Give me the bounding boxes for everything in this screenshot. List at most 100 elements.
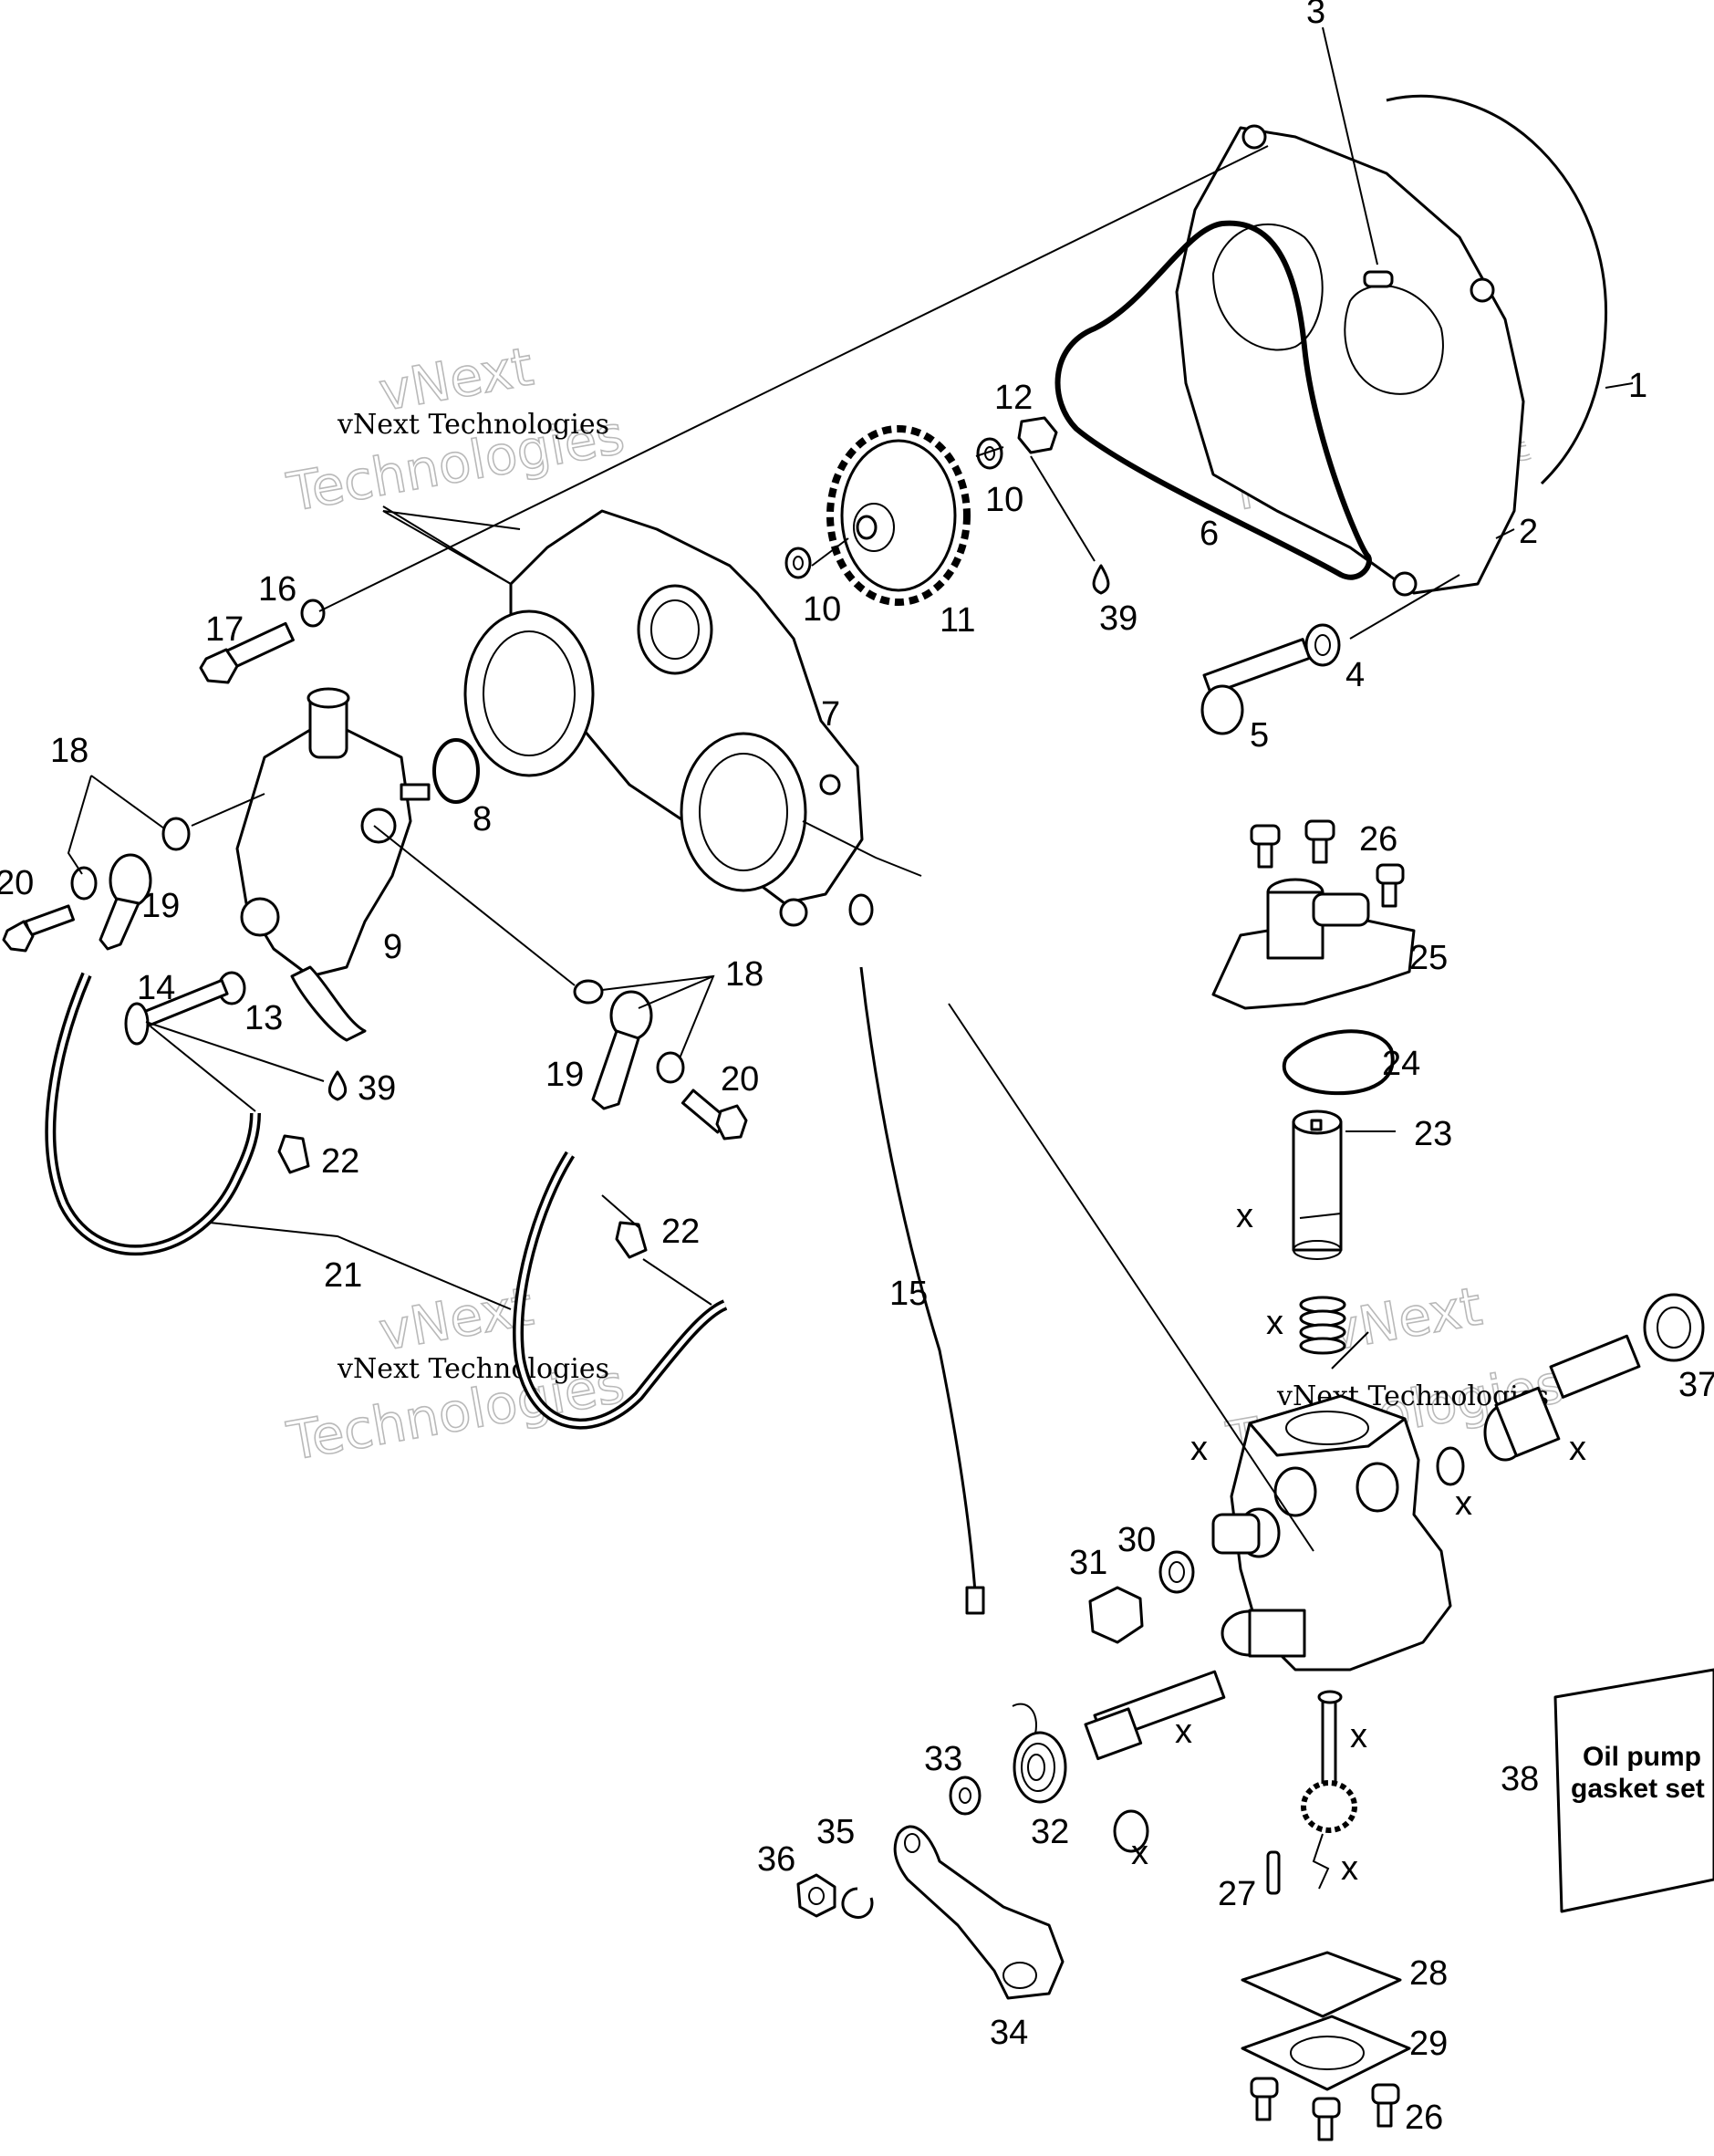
x-mark: x bbox=[1569, 1430, 1586, 1468]
gasket-set-line2: gasket set bbox=[1571, 1774, 1705, 1804]
part-gasket-set: Oil pump gasket set bbox=[1553, 1668, 1714, 1913]
callout-32: 32 bbox=[1031, 1813, 1069, 1851]
callout-20b: 20 bbox=[721, 1060, 759, 1099]
callout-4: 4 bbox=[1345, 656, 1365, 694]
callout-17: 17 bbox=[205, 610, 244, 649]
x-mark: x bbox=[1266, 1304, 1283, 1342]
svg-text:vNext Technologies: vNext Technologies bbox=[337, 409, 609, 441]
callout-3: 3 bbox=[1306, 0, 1325, 31]
callout-11: 11 bbox=[940, 601, 975, 640]
watermark-bottom-left: vNext Technologies vNext Technologies bbox=[282, 1275, 629, 1474]
part-drive-gear bbox=[826, 425, 971, 606]
callout-33: 33 bbox=[924, 1740, 962, 1778]
part-spiral-gear-shaft bbox=[1301, 1690, 1357, 1890]
callout-29: 29 bbox=[1409, 2025, 1448, 2063]
callout-28: 28 bbox=[1409, 1954, 1448, 1993]
callout-12: 12 bbox=[994, 379, 1033, 417]
x-mark: x bbox=[1175, 1713, 1192, 1751]
part-dowel-pin bbox=[1363, 270, 1394, 288]
part-screws-26-top bbox=[1250, 819, 1405, 908]
part-cover-housing bbox=[1175, 94, 1608, 597]
callout-19b: 19 bbox=[545, 1056, 584, 1094]
callout-34: 34 bbox=[990, 2014, 1028, 2052]
callout-26a: 26 bbox=[1359, 820, 1397, 859]
part-washer-16 bbox=[300, 599, 326, 628]
callout-39a: 39 bbox=[1099, 599, 1137, 638]
callout-13: 13 bbox=[244, 999, 283, 1037]
part-plug-31 bbox=[1088, 1586, 1144, 1644]
callout-15: 15 bbox=[889, 1275, 928, 1313]
callout-8: 8 bbox=[473, 800, 492, 838]
callout-30: 30 bbox=[1117, 1521, 1156, 1559]
callout-24: 24 bbox=[1382, 1045, 1420, 1083]
part-banjo-fitting-19a bbox=[99, 853, 152, 951]
part-washer-30 bbox=[1158, 1550, 1195, 1594]
part-cover-plate bbox=[1211, 878, 1416, 1010]
callout-6: 6 bbox=[1200, 515, 1219, 553]
part-loctite-drop-a bbox=[1092, 564, 1110, 595]
callout-1: 1 bbox=[1628, 367, 1647, 405]
x-mark: x bbox=[1455, 1484, 1472, 1523]
callout-38: 38 bbox=[1501, 1760, 1539, 1798]
x-mark: x bbox=[1350, 1717, 1367, 1755]
x-marks: x x x x x x x x x bbox=[1131, 1197, 1586, 1888]
callout-5: 5 bbox=[1250, 716, 1269, 755]
part-washer-18c bbox=[573, 979, 604, 1005]
callout-21: 21 bbox=[324, 1256, 362, 1295]
part-screws-26-bottom bbox=[1250, 2077, 1400, 2141]
part-washer-18a bbox=[161, 817, 191, 851]
part-plunger bbox=[1292, 1109, 1343, 1260]
callout-27: 27 bbox=[1218, 1875, 1256, 1913]
part-ground-wire bbox=[848, 893, 985, 1615]
gasket-set-line1: Oil pump bbox=[1583, 1742, 1701, 1772]
part-lock-washer-35 bbox=[841, 1887, 874, 1919]
part-bolt-20a bbox=[2, 904, 75, 953]
part-washer-4 bbox=[1304, 623, 1341, 667]
part-loctite-drop-b bbox=[327, 1070, 348, 1101]
part-oil-pump-right bbox=[1211, 1394, 1452, 1672]
part-washer-18d bbox=[656, 1051, 685, 1084]
x-mark: x bbox=[1341, 1849, 1358, 1888]
part-screw-14 bbox=[124, 978, 229, 1046]
part-spring bbox=[1299, 1296, 1346, 1355]
callout-10b: 10 bbox=[985, 481, 1023, 519]
x-mark: x bbox=[1131, 1834, 1148, 1872]
x-mark: x bbox=[1236, 1197, 1253, 1235]
callout-16: 16 bbox=[258, 570, 296, 609]
part-washer-18b bbox=[70, 866, 98, 901]
part-gasket-28 bbox=[1241, 1951, 1402, 2018]
part-hose-21a-inner bbox=[47, 974, 258, 1253]
part-screw-5 bbox=[1200, 638, 1312, 735]
part-washer-10a bbox=[784, 547, 812, 579]
callout-19a: 19 bbox=[141, 887, 180, 925]
part-oil-pump-left bbox=[235, 687, 431, 1042]
part-pump-lever bbox=[893, 1825, 1065, 2000]
part-washer-10b bbox=[976, 437, 1003, 470]
callout-20a: 20 bbox=[0, 864, 34, 902]
callout-10a: 10 bbox=[803, 590, 841, 629]
part-pump-housing bbox=[463, 509, 864, 927]
part-pump-shaft bbox=[1084, 1670, 1226, 1853]
part-nut-36 bbox=[796, 1873, 836, 1918]
callout-9: 9 bbox=[383, 928, 402, 966]
callout-18a: 18 bbox=[50, 732, 88, 770]
part-valve-37 bbox=[1436, 1293, 1705, 1486]
part-bolt-20b bbox=[680, 1088, 748, 1140]
part-hose-21b-inner bbox=[515, 1152, 727, 1427]
callout-2: 2 bbox=[1519, 513, 1538, 551]
callout-39b: 39 bbox=[358, 1069, 396, 1108]
leader-lines bbox=[67, 26, 1634, 1552]
svg-text:vNext: vNext bbox=[1324, 1275, 1487, 1362]
callout-23: 23 bbox=[1414, 1115, 1452, 1153]
part-o-ring-cover bbox=[1054, 220, 1372, 580]
callout-7: 7 bbox=[821, 695, 840, 734]
part-banjo-fitting-19b bbox=[591, 990, 653, 1110]
callout-31: 31 bbox=[1069, 1544, 1107, 1582]
part-pin-27 bbox=[1266, 1850, 1281, 1895]
svg-text:vNext Technologies: vNext Technologies bbox=[337, 1353, 609, 1385]
callout-26b: 26 bbox=[1405, 2099, 1443, 2137]
part-bolt-17 bbox=[199, 621, 295, 684]
callout-37: 37 bbox=[1678, 1366, 1714, 1404]
